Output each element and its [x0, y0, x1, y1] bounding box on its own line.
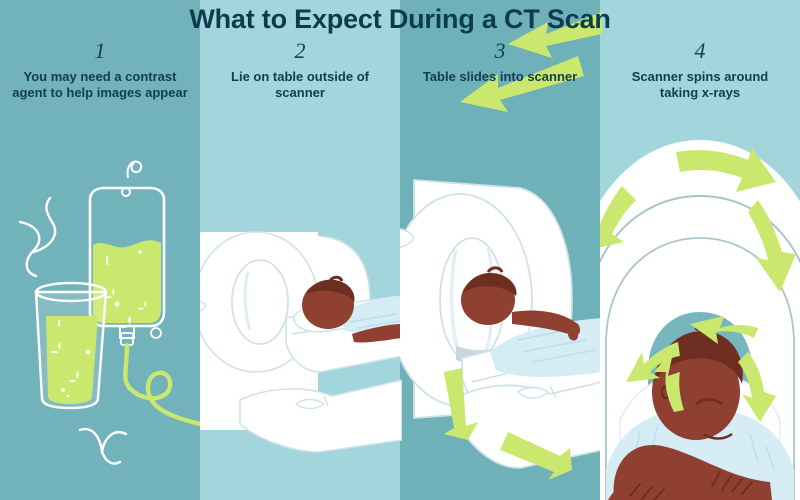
step-number-4: 4 [694, 38, 706, 63]
rotation-arrows [600, 148, 796, 422]
step-header-4: 4 Scanner spins around taking x-rays [600, 38, 800, 101]
step-header-3: 3 Table slides into scanner [400, 38, 600, 101]
step-header-1: 1 You may need a contrast agent to help … [0, 38, 200, 101]
illustration-patient-outside-scanner [200, 231, 402, 453]
page-title: What to Expect During a CT Scan [189, 4, 611, 34]
step-caption-1: You may need a contrast agent to help im… [12, 69, 188, 100]
illustration-iv-bag-and-glass [18, 160, 200, 465]
step-number-1: 1 [94, 38, 106, 63]
illustration-scanner-spinning [600, 140, 800, 500]
step-caption-4: Scanner spins around taking x-rays [631, 69, 769, 100]
motion-arrows [444, 12, 602, 480]
step-caption-3: Table slides into scanner [422, 69, 578, 84]
step-headers: 1 You may need a contrast agent to help … [0, 38, 800, 101]
illustration-table-sliding-into-scanner [400, 12, 602, 480]
step-caption-2: Lie on table outside of scanner [231, 69, 369, 100]
step-number-2: 2 [294, 38, 306, 63]
step-header-2: 2 Lie on table outside of scanner [200, 38, 400, 101]
step-number-3: 3 [494, 38, 506, 63]
